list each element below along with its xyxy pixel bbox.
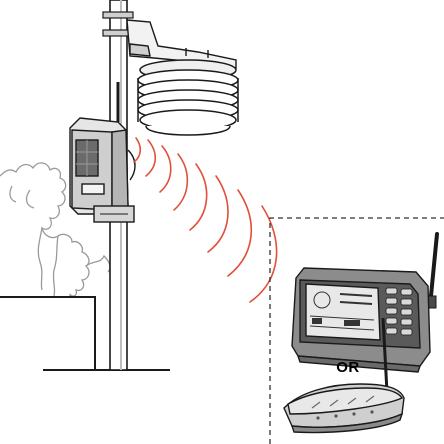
receiver-vents [311, 395, 375, 409]
weather-console-icon [291, 267, 431, 373]
building-wall [0, 296, 170, 371]
receiver-antenna [381, 317, 389, 393]
indoor-units-frame [269, 217, 444, 444]
console-keypad [385, 287, 413, 336]
wireless-receiver-icon [283, 383, 405, 434]
radiation-shield-icon [137, 59, 239, 136]
tree-silhouette [0, 162, 111, 297]
signal-waves [133, 137, 278, 303]
or-label: OR [336, 359, 360, 376]
shield-bracket [126, 19, 237, 69]
receiver-status-lights [316, 410, 374, 420]
sensor-transmitter-icon [69, 117, 136, 223]
